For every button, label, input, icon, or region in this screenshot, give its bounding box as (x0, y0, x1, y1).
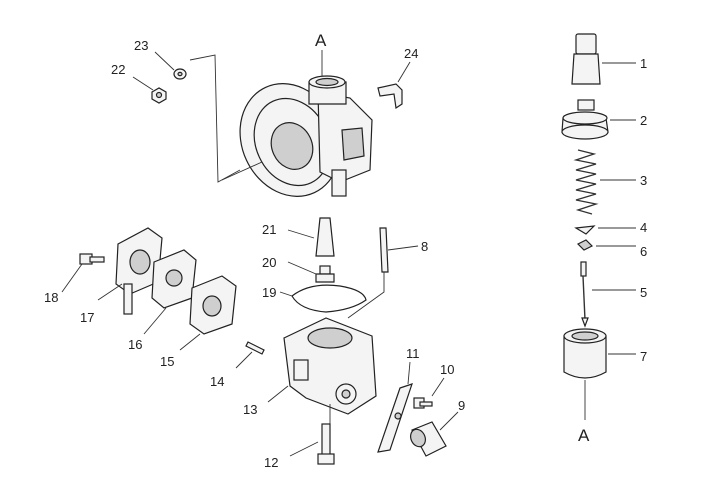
spring-3 (573, 149, 599, 215)
idle-screw-14 (245, 341, 265, 355)
callout-18: 18 (44, 290, 58, 305)
clip-6 (576, 239, 594, 251)
callout-2: 2 (640, 113, 647, 128)
callout-13: 13 (243, 402, 257, 417)
jet-21 (315, 217, 335, 257)
reference-letter-a-top: A (315, 31, 327, 50)
carburetor-flange-body (239, 75, 373, 197)
callout-15: 15 (160, 354, 174, 369)
callout-16: 16 (128, 337, 142, 352)
callout-21: 21 (262, 222, 276, 237)
cap-9 (410, 421, 447, 457)
reference-letter-a-bottom: A (578, 426, 590, 445)
lever-24 (377, 83, 403, 110)
callout-1: 1 (640, 56, 647, 71)
callout-9: 9 (458, 398, 465, 413)
callout-23: 23 (134, 38, 148, 53)
pump-cover-17 (115, 227, 163, 315)
float-bowl-13 (283, 317, 377, 415)
callout-6: 6 (640, 244, 647, 259)
callout-14: 14 (210, 374, 224, 389)
callout-8: 8 (421, 239, 428, 254)
bracket-11 (377, 383, 413, 453)
callout-7: 7 (640, 349, 647, 364)
callout-22: 22 (111, 62, 125, 77)
nut-22 (151, 87, 167, 104)
washer-23 (173, 68, 187, 80)
callout-20: 20 (262, 255, 276, 270)
gasket-19 (291, 284, 367, 313)
main-jet-20 (315, 265, 335, 283)
screw-18 (79, 253, 105, 265)
screw-10 (413, 397, 433, 409)
callout-11: 11 (406, 346, 420, 361)
callout-12: 12 (264, 455, 278, 470)
callout-5: 5 (640, 285, 647, 300)
callout-10: 10 (440, 362, 454, 377)
callout-4: 4 (640, 220, 647, 235)
gasket-15 (189, 275, 237, 335)
nut-2 (561, 99, 609, 140)
callout-19: 19 (262, 285, 276, 300)
throttle-slide-7 (563, 328, 607, 379)
pin-8 (379, 227, 389, 273)
retainer-4 (574, 225, 596, 235)
bolt-12 (317, 423, 335, 465)
callout-24: 24 (404, 46, 418, 61)
callout-17: 17 (80, 310, 94, 325)
callout-3: 3 (640, 173, 647, 188)
nozzle-1 (571, 33, 601, 85)
needle-5 (580, 261, 589, 328)
